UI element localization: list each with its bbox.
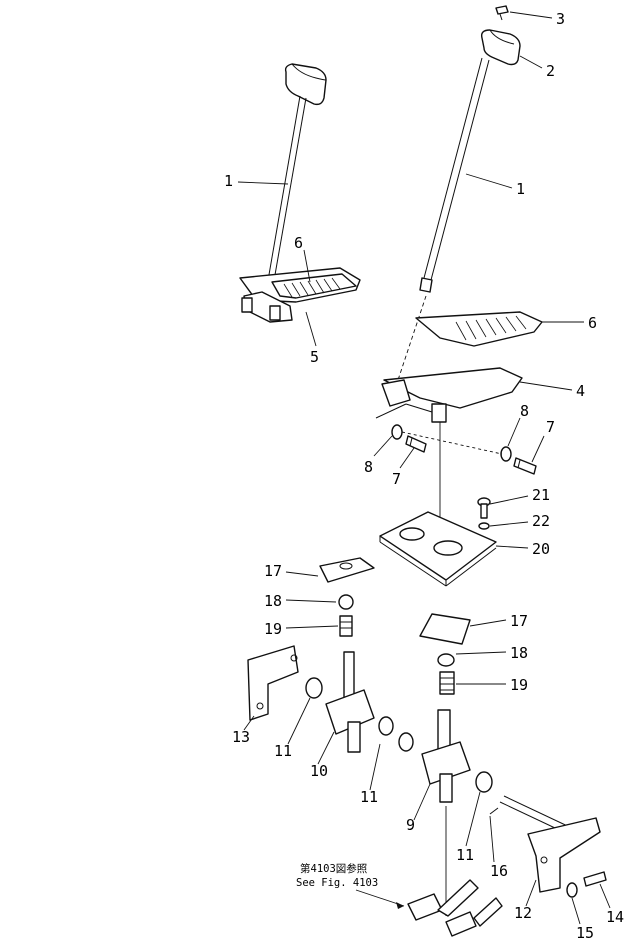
callout-16: 16: [490, 862, 508, 880]
callout-8: 8: [364, 458, 373, 476]
callout-19: 19: [264, 620, 282, 638]
callout-22: 22: [532, 512, 550, 530]
reference-note-en: See Fig. 4103: [296, 877, 378, 889]
callout-17: 17: [264, 562, 282, 580]
bracket-12: [527, 817, 601, 893]
reference-note-jp: 第4103図参照: [300, 862, 368, 875]
callout-6: 6: [588, 314, 597, 332]
bushing-11-left: [305, 677, 323, 699]
knob-2: [480, 29, 521, 66]
callout-8: 8: [520, 402, 529, 420]
callout-2: 2: [546, 62, 555, 80]
lever-10: [325, 651, 375, 753]
pedal-4: [375, 367, 523, 423]
washer-22: [478, 522, 490, 530]
pin-7-left: [405, 435, 427, 453]
callout-1: 1: [516, 180, 525, 198]
callout-labels: 3 2 1 1 6 5 6 4 8 7 8 7 21 22 20 17 18 1…: [224, 10, 624, 941]
callout-21: 21: [532, 486, 550, 504]
spring-19-left: [339, 615, 353, 637]
seal-17-left: [319, 557, 375, 583]
callout-17: 17: [510, 612, 528, 630]
spring-19-right: [439, 671, 455, 695]
seal-17-right: [419, 613, 471, 645]
washer-8-left: [391, 424, 403, 440]
callout-18: 18: [510, 644, 528, 662]
pin-7-right: [513, 457, 537, 475]
linkage-clevis: [407, 879, 503, 937]
bushing-18-left: [338, 594, 354, 610]
callout-4: 4: [576, 382, 585, 400]
callout-14: 14: [606, 908, 624, 926]
bushing-11-center-a: [378, 716, 394, 736]
bolt-14: [583, 871, 607, 887]
callout-3: 3: [556, 10, 565, 28]
callout-6: 6: [294, 234, 303, 252]
leader-lines: [237, 11, 611, 925]
pedal-pad-6: [415, 311, 543, 347]
cover-plate-20: [379, 511, 497, 587]
callout-13: 13: [232, 728, 250, 746]
callout-7: 7: [392, 470, 401, 488]
callout-5: 5: [310, 348, 319, 366]
callout-11: 11: [274, 742, 292, 760]
callout-20: 20: [532, 540, 550, 558]
callout-15: 15: [576, 924, 594, 941]
assembled-lever-view: [239, 63, 361, 323]
screw-3: [495, 5, 509, 21]
callout-1: 1: [224, 172, 233, 190]
callout-10: 10: [310, 762, 328, 780]
washer-8-right: [500, 446, 512, 462]
lever-rod-1: [419, 57, 490, 293]
washer-15: [566, 882, 578, 898]
callout-9: 9: [406, 816, 415, 834]
callout-11: 11: [360, 788, 378, 806]
bolt-21: [477, 497, 491, 519]
bracket-13: [247, 645, 299, 721]
bushing-11-right: [475, 771, 493, 793]
callout-11: 11: [456, 846, 474, 864]
callout-18: 18: [264, 592, 282, 610]
callout-7: 7: [546, 418, 555, 436]
bushing-11-center-b: [398, 732, 414, 752]
callout-19: 19: [510, 676, 528, 694]
callout-12: 12: [514, 904, 532, 922]
bushing-18-right: [437, 653, 455, 667]
lever-9: [421, 709, 471, 803]
